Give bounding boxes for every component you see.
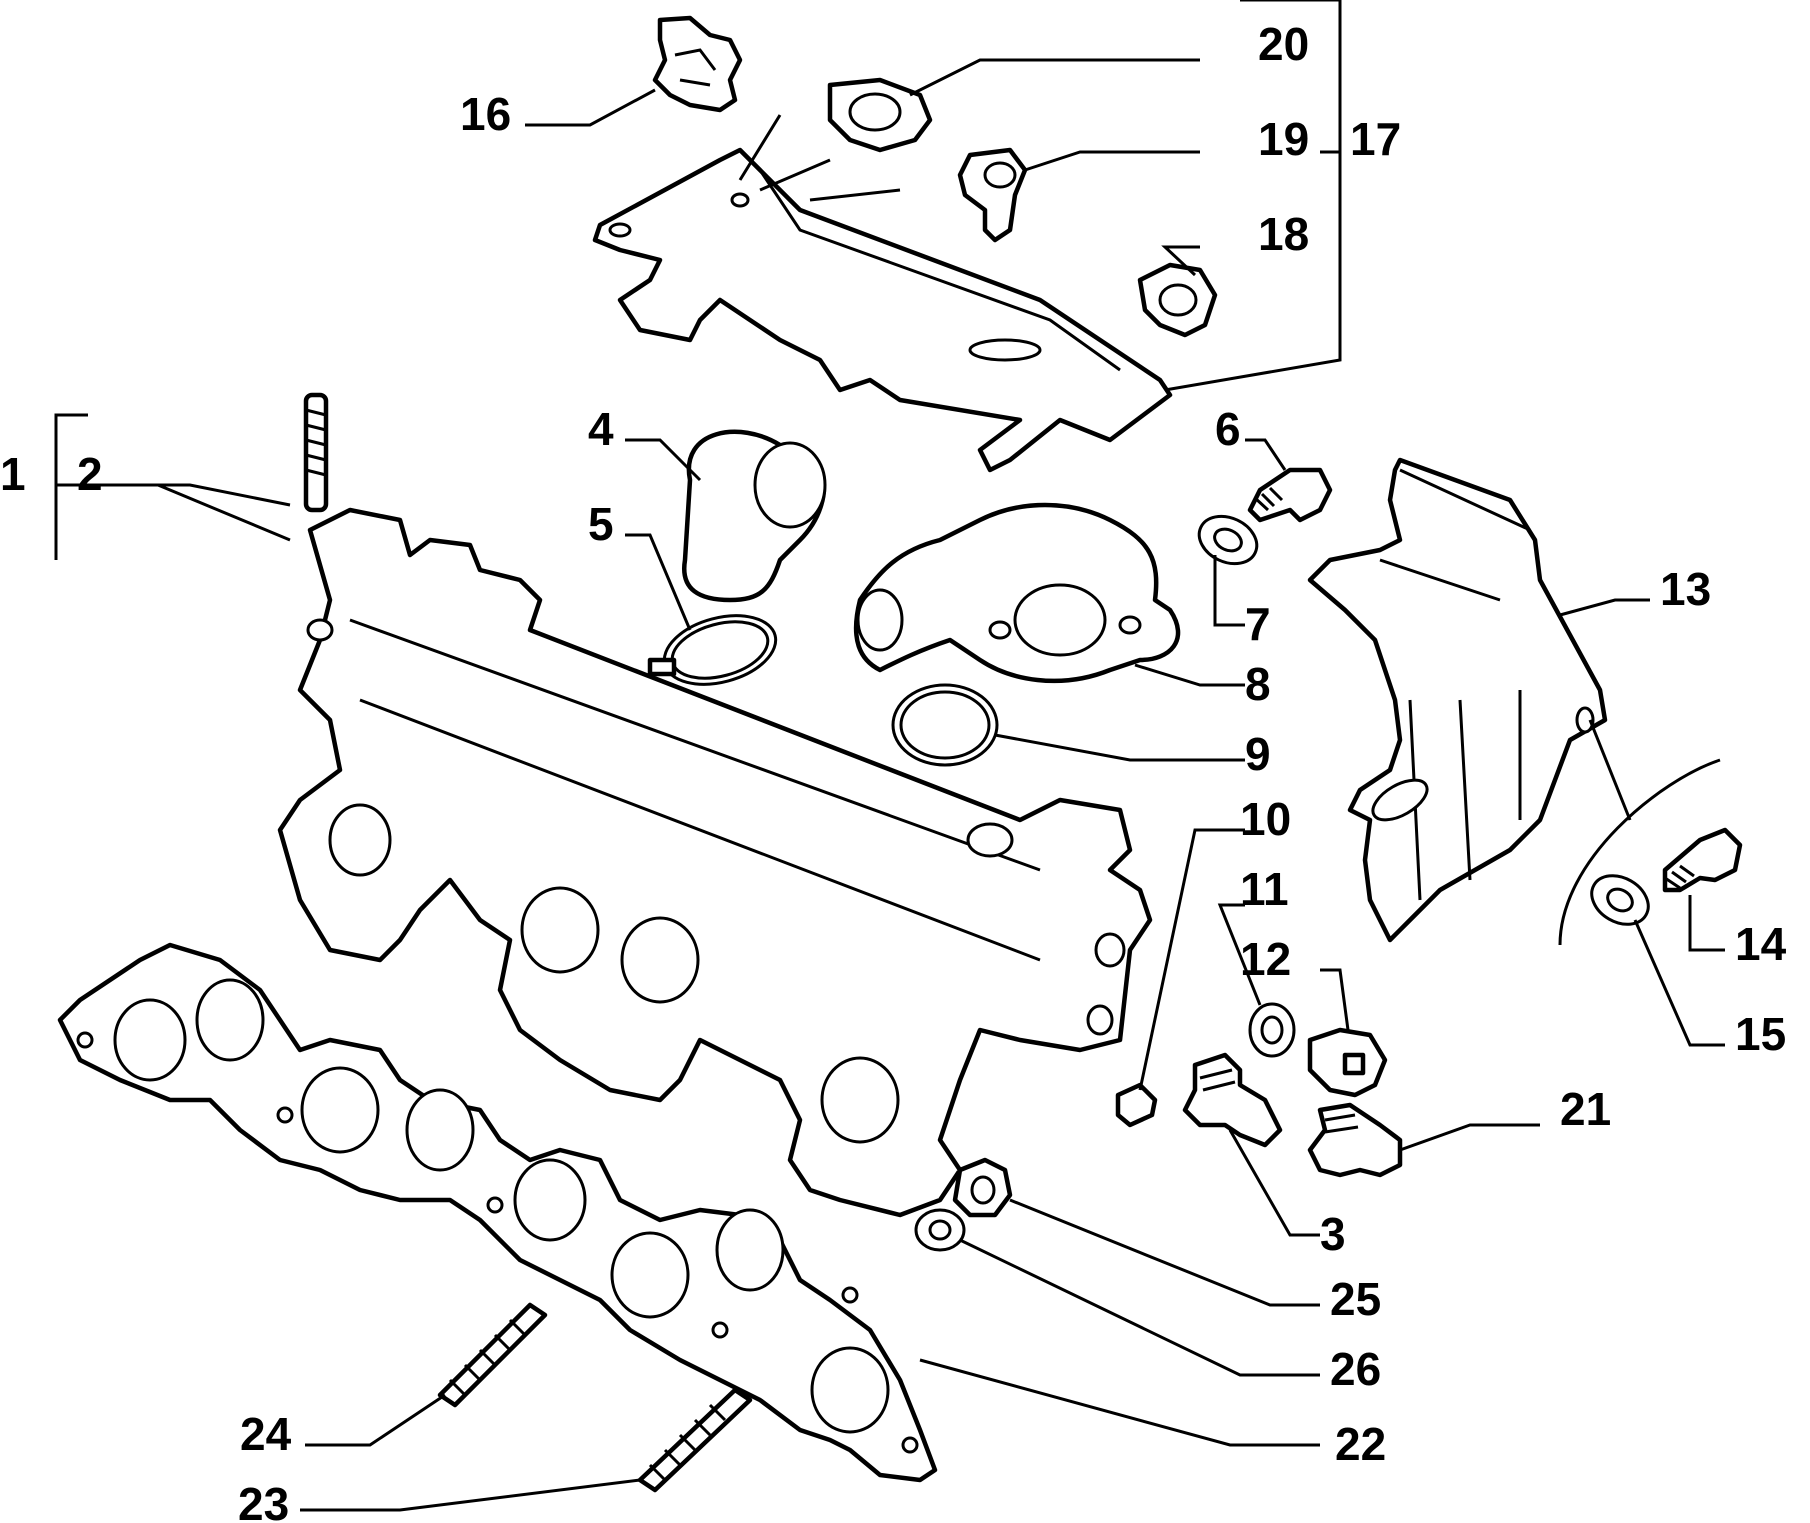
label-6: 6 bbox=[1215, 403, 1241, 455]
part-gasket-22 bbox=[57, 942, 938, 1483]
label-23: 23 bbox=[238, 1478, 289, 1523]
part-bolt-14 bbox=[1662, 827, 1743, 893]
label-11: 11 bbox=[1240, 863, 1289, 915]
part-clip-16 bbox=[652, 15, 743, 113]
part-washer-26 bbox=[914, 1208, 966, 1252]
label-19: 19 bbox=[1258, 113, 1309, 165]
label-9: 9 bbox=[1245, 728, 1271, 780]
label-14: 14 bbox=[1735, 918, 1787, 970]
label-13: 13 bbox=[1660, 563, 1711, 615]
leader-lines bbox=[54, 0, 1725, 1512]
part-manifold-1 bbox=[277, 507, 1153, 1218]
label-2: 2 bbox=[77, 448, 103, 500]
label-22: 22 bbox=[1335, 1418, 1386, 1470]
label-21: 21 bbox=[1560, 1083, 1611, 1135]
part-shield-13 bbox=[1307, 457, 1608, 943]
part-washer-11 bbox=[1248, 1002, 1296, 1058]
part-bolt-6 bbox=[1247, 467, 1333, 523]
label-26: 26 bbox=[1330, 1343, 1381, 1395]
label-18: 18 bbox=[1258, 208, 1309, 260]
label-5: 5 bbox=[588, 498, 614, 550]
part-clip-18 bbox=[1137, 262, 1218, 338]
part-washer-7 bbox=[1197, 514, 1259, 566]
label-7: 7 bbox=[1245, 598, 1271, 650]
label-4: 4 bbox=[588, 403, 614, 455]
part-washer-15 bbox=[1590, 874, 1650, 926]
label-25: 25 bbox=[1330, 1273, 1381, 1325]
part-stud-23 bbox=[637, 1387, 753, 1493]
label-8: 8 bbox=[1245, 658, 1271, 710]
part-sensor-12 bbox=[1307, 1027, 1388, 1098]
label-20: 20 bbox=[1258, 18, 1309, 70]
label-12: 12 bbox=[1240, 933, 1291, 985]
part-nut-25 bbox=[952, 1157, 1013, 1218]
part-oring-9 bbox=[891, 683, 999, 767]
label-17: 17 bbox=[1350, 113, 1401, 165]
label-24: 24 bbox=[240, 1408, 292, 1460]
part-elbow-housing-8 bbox=[853, 502, 1181, 684]
label-15: 15 bbox=[1735, 1008, 1786, 1060]
part-labels: 1 2 3 4 5 6 7 8 9 10 11 12 13 14 15 16 1… bbox=[0, 18, 1787, 1523]
label-1: 1 bbox=[0, 448, 26, 500]
part-union-3 bbox=[1182, 1052, 1283, 1148]
part-stud-24 bbox=[437, 1302, 548, 1408]
part-dowel-10 bbox=[1115, 1082, 1158, 1128]
part-elbow-hose-4 bbox=[681, 429, 827, 603]
part-bracket-17 bbox=[592, 114, 1173, 473]
part-clamp-5 bbox=[647, 614, 778, 686]
part-clip-19 bbox=[957, 147, 1028, 243]
label-10: 10 bbox=[1240, 793, 1291, 845]
label-16: 16 bbox=[460, 88, 511, 140]
label-3: 3 bbox=[1320, 1208, 1346, 1260]
part-union-21 bbox=[1307, 1102, 1403, 1178]
part-stud-2 bbox=[303, 392, 329, 513]
part-clip-20 bbox=[827, 77, 933, 153]
